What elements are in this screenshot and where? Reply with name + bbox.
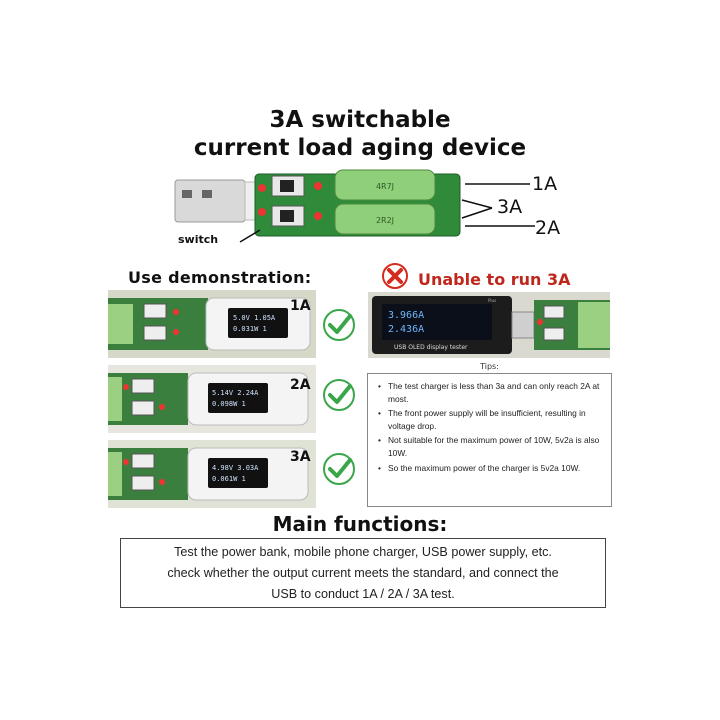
demo-2a-label: 2A — [290, 377, 311, 393]
unable-photo: 3.966A 2.436A Plus USB OLED display test… — [368, 292, 610, 358]
resistor-1-marking: 4R7J — [376, 182, 394, 191]
demo-1a-lcd-line2: 0.031W 1 — [233, 325, 267, 333]
unable-heading: Unable to run 3A — [418, 270, 571, 289]
resistor-1 — [334, 169, 436, 201]
main-functions-line-2: check whether the output current meets t… — [167, 566, 559, 580]
tip-item: The test charger is less than 3a and can… — [376, 380, 604, 405]
resistor-2-marking: 2R2J — [376, 216, 394, 225]
demo-2a-lcd-line1: 5.14V 2.24A — [212, 389, 259, 397]
callout-lines — [239, 183, 535, 243]
demo-photo-3a-art: 4.98V 3.03A 0.061W 1 — [108, 447, 309, 501]
demo-photo-1a: 5.0V 1.05A 0.031W 1 — [108, 290, 316, 358]
cross-icon — [382, 263, 408, 289]
tips-title: Tips: — [480, 362, 499, 371]
led-2 — [314, 182, 322, 190]
tip-item: Not suitable for the maximum power of 10… — [376, 434, 604, 459]
callout-1a: 1A — [532, 173, 558, 195]
unable-meter-line1: 3.966A — [388, 310, 424, 321]
led-3 — [258, 208, 266, 216]
main-functions-box: Test the power bank, mobile phone charge… — [120, 538, 606, 608]
demo-1a-label: 1A — [290, 298, 311, 314]
demo-photo-2a: 5.14V 2.24A 0.098W 1 — [108, 365, 316, 433]
led-1 — [258, 184, 266, 192]
title-line-1: 3A switchable — [269, 107, 451, 133]
led-4 — [314, 212, 322, 220]
main-functions-line-1: Test the power bank, mobile phone charge… — [174, 545, 552, 559]
device-illustration: 4R7J 2R2J — [174, 169, 461, 237]
callout-3a: 3A — [497, 196, 523, 218]
demo-heading: Use demonstration: — [128, 268, 312, 287]
demo-photo-3a: 4.98V 3.03A 0.061W 1 — [108, 440, 316, 508]
resistor-2 — [334, 203, 436, 235]
check-icon — [323, 309, 355, 341]
tip-item: The front power supply will be insuffici… — [376, 407, 604, 432]
demo-3a-label: 3A — [290, 449, 311, 465]
main-functions-heading: Main functions: — [272, 512, 448, 536]
unable-photo-art: 3.966A 2.436A Plus USB OLED display test… — [372, 296, 610, 354]
check-icon — [323, 453, 355, 485]
demo-photo-1a-art: 5.0V 1.05A 0.031W 1 — [108, 297, 311, 351]
demo-photo-2a-art: 5.14V 2.24A 0.098W 1 — [108, 372, 309, 426]
tips-box: Tips: The test charger is less than 3a a… — [367, 362, 612, 507]
callout-2a: 2A — [535, 217, 561, 239]
title-line-2: current load aging device — [193, 135, 527, 161]
demo-2a-lcd-line2: 0.098W 1 — [212, 400, 246, 408]
main-functions-line-3: USB to conduct 1A / 2A / 3A test. — [271, 587, 455, 601]
demo-3a-lcd-line1: 4.98V 3.03A — [212, 464, 259, 472]
unable-meter-line2: 2.436A — [388, 324, 424, 335]
unable-meter-label: USB OLED display tester — [394, 344, 468, 351]
tip-item: So the maximum power of the charger is 5… — [376, 462, 604, 475]
unable-meter-top: Plus — [488, 298, 496, 303]
check-icon — [323, 379, 355, 411]
tips-list: The test charger is less than 3a and can… — [376, 380, 604, 476]
demo-3a-lcd-line2: 0.061W 1 — [212, 475, 246, 483]
demo-1a-lcd-line1: 5.0V 1.05A — [233, 314, 276, 322]
callout-switch: switch — [178, 233, 219, 246]
